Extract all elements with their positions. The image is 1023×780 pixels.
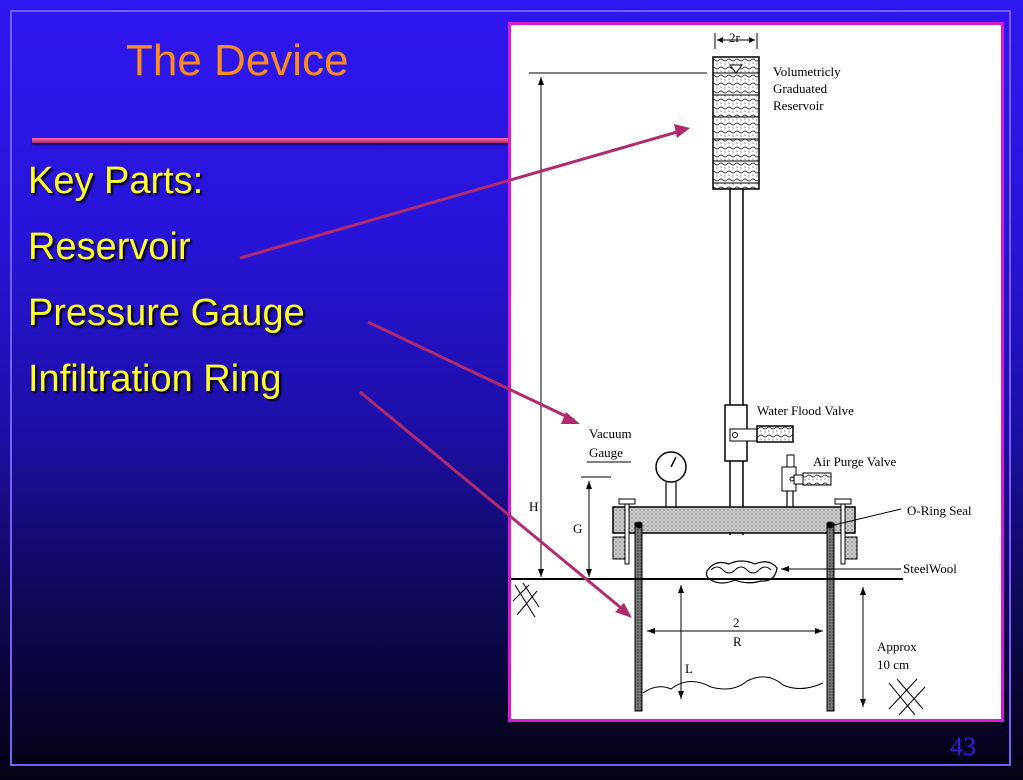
label-approx-10cm: Approx 10 cm bbox=[877, 639, 920, 672]
label-water-flood-valve: Water Flood Valve bbox=[757, 403, 854, 418]
label-steel-wool: SteelWool bbox=[903, 561, 957, 576]
air-purge-valve bbox=[781, 454, 832, 507]
vacuum-gauge bbox=[655, 451, 687, 507]
standpipe-tube bbox=[724, 189, 748, 535]
label-reservoir: Volumetricly Graduated Reservoir bbox=[773, 64, 844, 113]
o-ring-leader bbox=[833, 508, 902, 526]
label-vacuum-gauge: Vacuum Gauge bbox=[589, 426, 635, 460]
g-dimension bbox=[581, 476, 611, 577]
bullet-key-parts: Key Parts: bbox=[28, 160, 204, 202]
slide-title: The Device bbox=[126, 36, 349, 85]
infiltration-ring-walls bbox=[634, 521, 835, 712]
bullet-pressure-gauge: Pressure Gauge bbox=[28, 292, 305, 334]
label-o-ring-seal: O-Ring Seal bbox=[907, 503, 972, 518]
title-divider bbox=[32, 138, 512, 143]
device-diagram: 2r Volumetricly Graduated Reservoir bbox=[511, 30, 972, 716]
reservoir bbox=[712, 56, 760, 190]
ground-hatch-right bbox=[888, 678, 926, 716]
label-l: L bbox=[685, 661, 693, 676]
steel-wool-arrowhead bbox=[781, 566, 789, 572]
label-h: H bbox=[529, 499, 538, 514]
approx-10cm-dimension bbox=[860, 587, 866, 707]
label-g: G bbox=[573, 521, 582, 536]
steel-wool bbox=[705, 560, 778, 584]
page-number: 43 bbox=[950, 732, 976, 761]
label-air-purge-valve: Air Purge Valve bbox=[813, 454, 897, 469]
two-r-dimension: 2r bbox=[714, 30, 758, 49]
label-2r-big: 2 R bbox=[733, 615, 743, 649]
device-diagram-figure: 2r Volumetricly Graduated Reservoir bbox=[508, 22, 1004, 722]
water-flood-valve bbox=[729, 425, 794, 443]
wetting-front bbox=[642, 676, 824, 694]
h-dimension bbox=[538, 77, 544, 577]
bullet-reservoir: Reservoir bbox=[28, 226, 191, 268]
ground-hatch-left bbox=[512, 582, 540, 618]
ring-cap-plate bbox=[612, 506, 858, 560]
l-dimension bbox=[678, 585, 684, 699]
two-r-big-dimension bbox=[647, 628, 823, 634]
bullet-infiltration-ring: Infiltration Ring bbox=[28, 358, 282, 400]
label-2r: 2r bbox=[729, 30, 741, 45]
